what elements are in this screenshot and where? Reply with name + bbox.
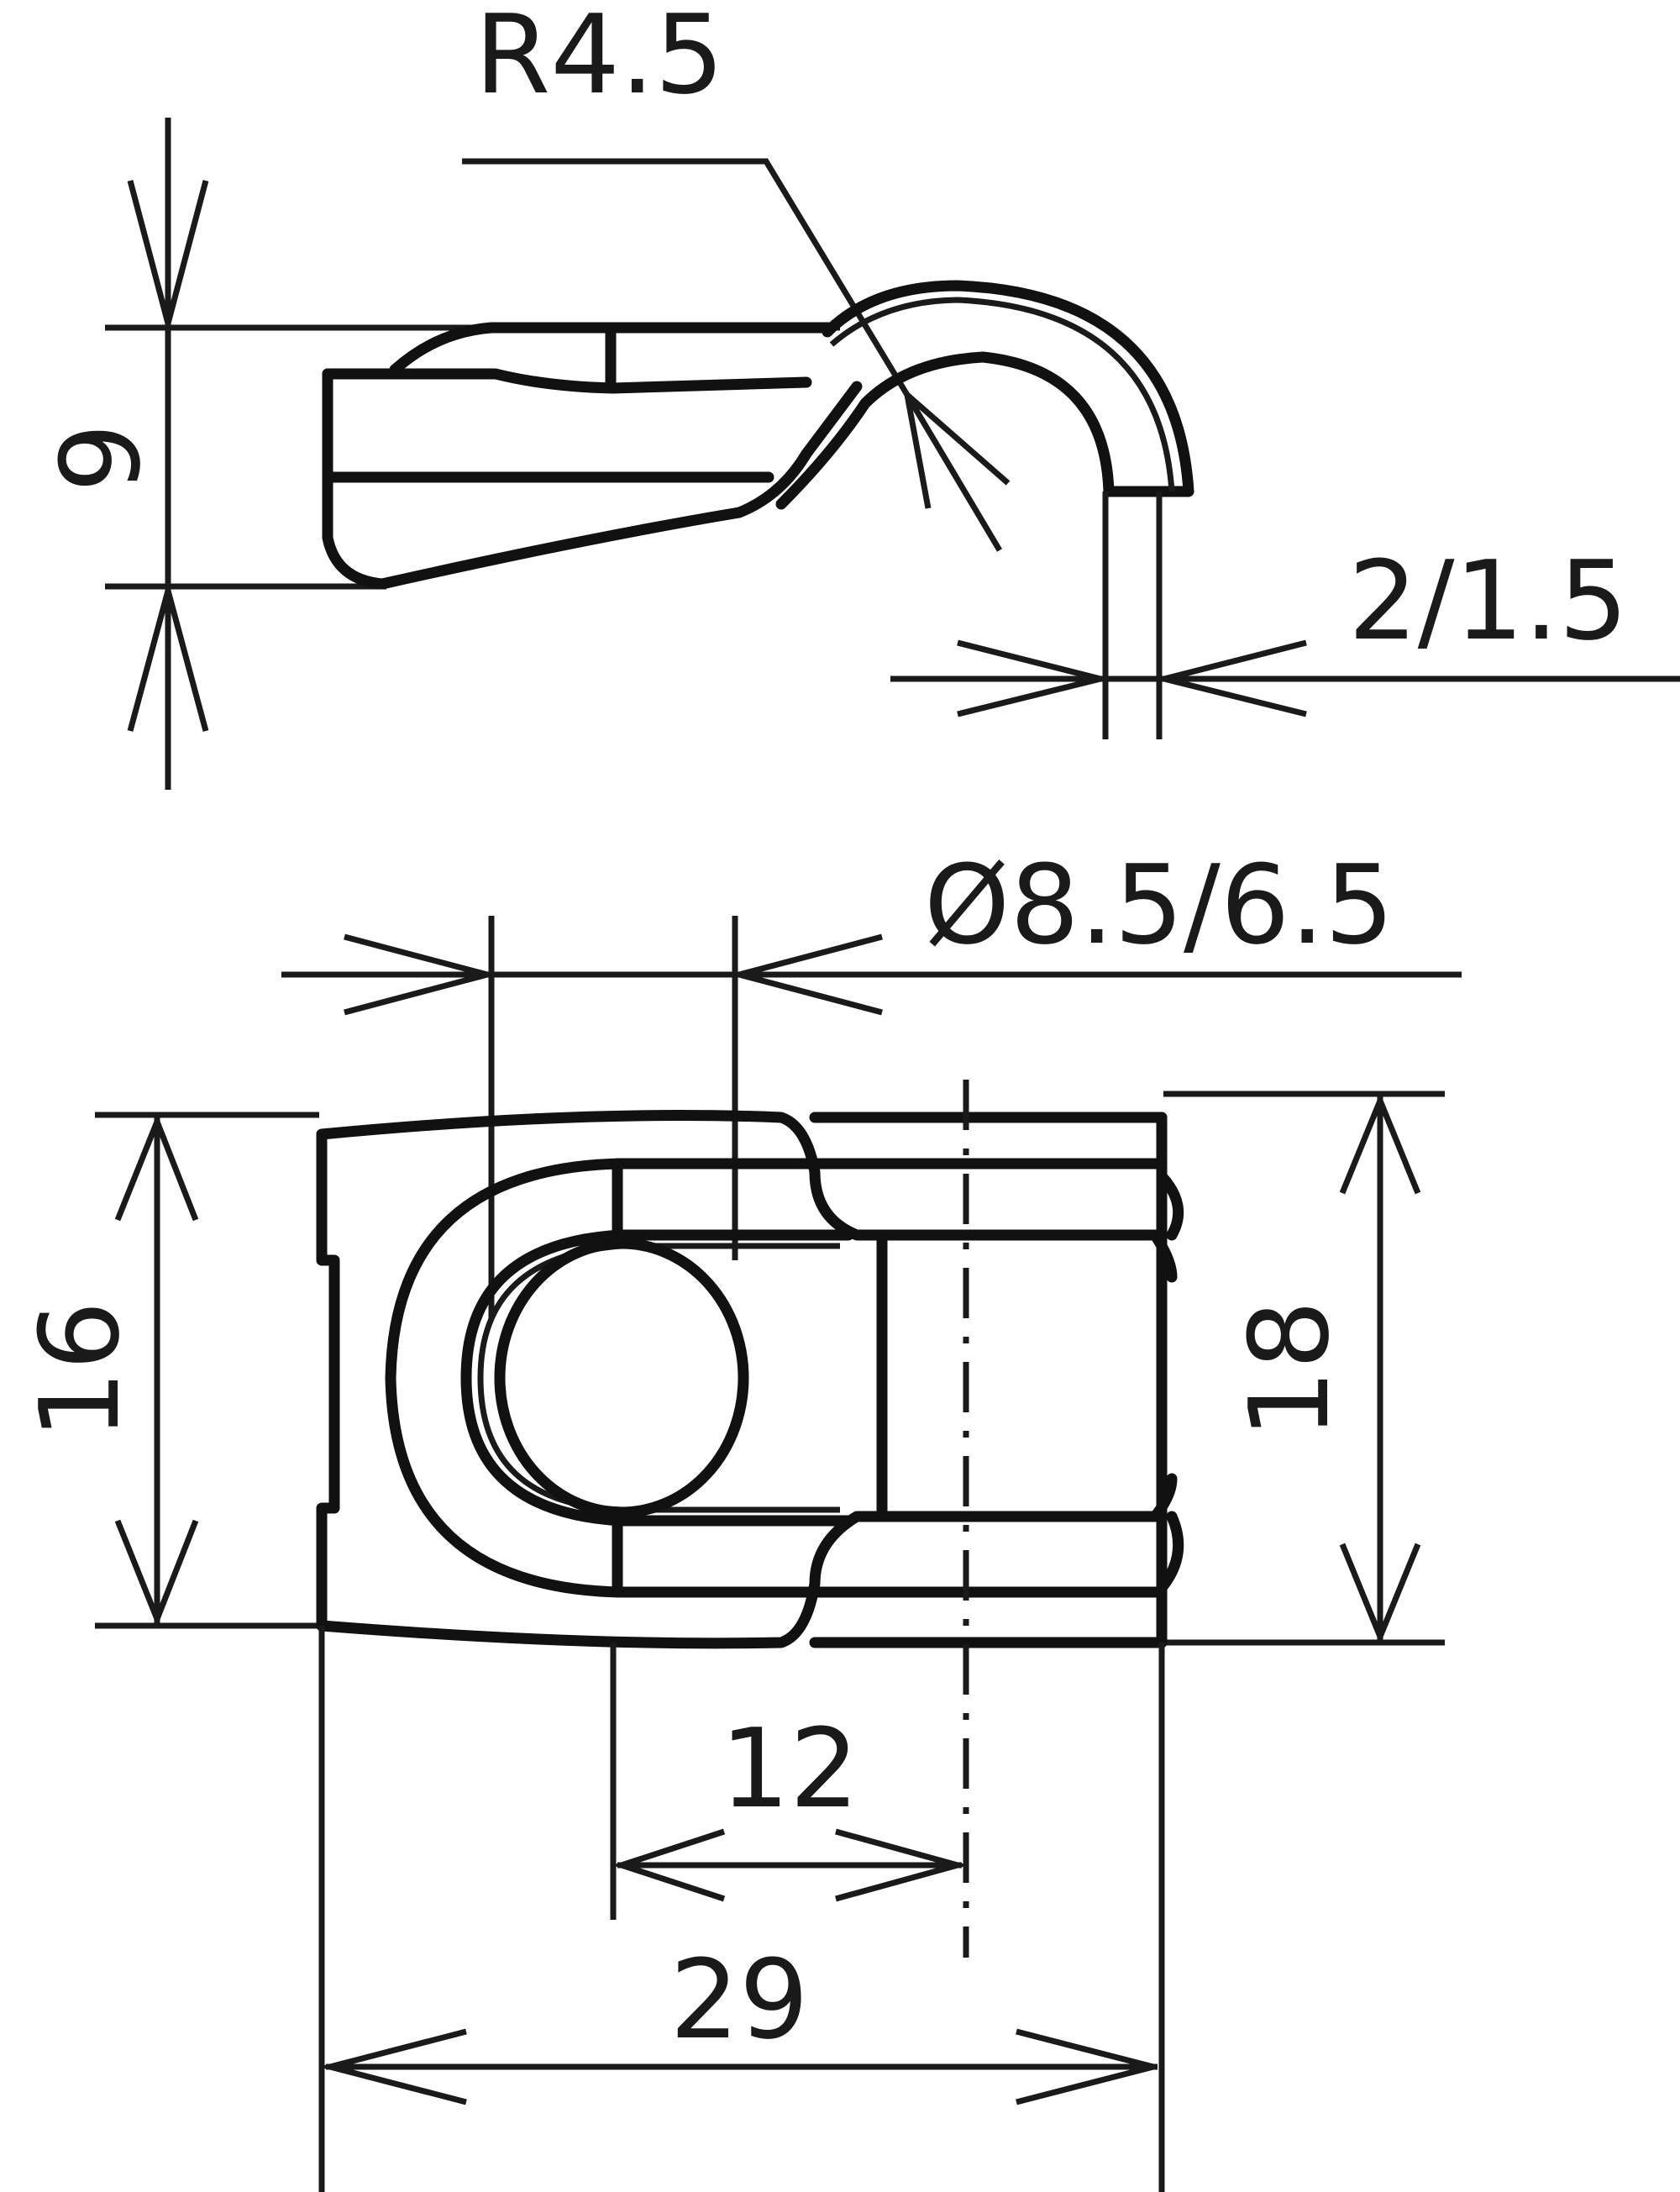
dimension-center-distance-12: 12 <box>610 1643 969 1958</box>
clip-side-profile <box>322 280 1194 739</box>
dimension-hole-diameter: Ø8.5/6.5 <box>281 841 1462 1319</box>
top-view: Ø8.5/6.5 16 18 <box>16 841 1462 2192</box>
hole-diameter-label: Ø8.5/6.5 <box>924 841 1394 969</box>
side-view: 9 R4.5 2/1.5 <box>37 0 1680 790</box>
radius-label: R4.5 <box>475 0 724 118</box>
dimension-right-height-18: 18 <box>1163 1091 1445 1646</box>
thickness-label: 2/1.5 <box>1348 537 1628 665</box>
dimension-height-9: 9 <box>37 118 840 790</box>
clip-top-outline <box>316 1110 1184 1649</box>
height-9-label: 9 <box>37 423 165 493</box>
dimension-thickness: 2/1.5 <box>890 537 1680 718</box>
left-height-label: 16 <box>16 1301 144 1439</box>
dimension-left-height-16: 16 <box>16 1112 319 1629</box>
overall-length-label: 29 <box>669 1936 808 2063</box>
dimension-radius: R4.5 <box>462 0 1011 552</box>
center-distance-label: 12 <box>720 1705 858 1832</box>
right-height-label: 18 <box>1226 1300 1353 1438</box>
dimension-overall-length-29: 29 <box>318 1626 1165 2192</box>
